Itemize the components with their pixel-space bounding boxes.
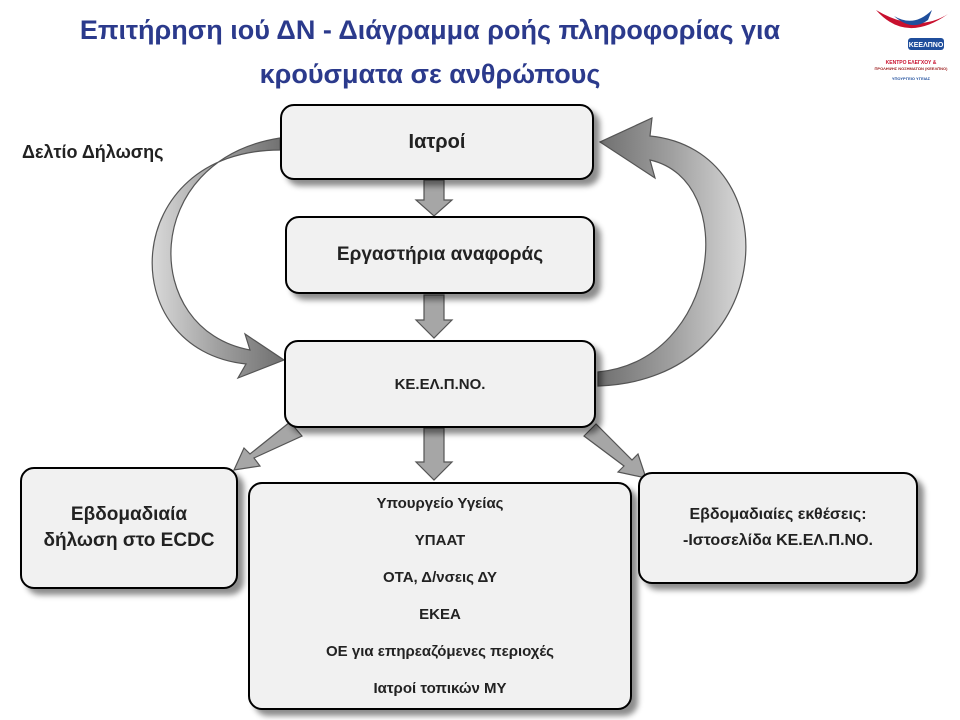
node-authorities: Υπουργείο Υγείας ΥΠΑΑΤ ΟΤΑ, Δ/νσεις ΔΥ Ε…: [248, 482, 632, 710]
node-ecdc: Εβδομαδιαία δήλωση στο ECDC: [20, 467, 238, 589]
title-line-2: κρούσματα σε ανθρώπους: [259, 59, 601, 89]
logo-badge: [908, 38, 944, 50]
logo-swoosh-red: [876, 10, 948, 29]
down-arrow-labs-keelpno: [414, 294, 454, 339]
curved-arrow-left: [151, 137, 286, 380]
authority-item: ΥΠΑΑΤ: [414, 532, 466, 549]
authority-item: Υπουργείο Υγείας: [376, 495, 504, 512]
down-arrow-doctors-labs: [414, 179, 454, 217]
node-keelpno: ΚΕ.ΕΛ.Π.ΝΟ.: [284, 340, 596, 428]
node-weekly-reports-line-1: Εβδομαδιαίες εκθέσεις:: [689, 506, 867, 523]
node-doctors: Ιατροί: [280, 104, 594, 180]
node-ecdc-line-2: δήλωση στο ECDC: [43, 530, 215, 551]
logo-swoosh-blue: [894, 10, 932, 26]
node-reference-labs-text: Εργαστήρια αναφοράς: [336, 244, 544, 265]
authority-item: Ιατροί τοπικών ΜΥ: [373, 680, 507, 697]
logo-badge-text: ΚΕΕΛΠΝΟ: [909, 42, 944, 49]
title-line-1: Επιτήρηση ιού ΔΝ - Διάγραμμα ροής πληροφ…: [79, 15, 781, 45]
notification-form-label: Δελτίο Δήλωσης: [22, 142, 164, 162]
authority-item: ΟΕ για επηρεαζόμενες περιοχές: [326, 643, 554, 660]
node-weekly-reports: Εβδομαδιαίες εκθέσεις: -Ιστοσελίδα ΚΕ.ΕΛ…: [638, 472, 918, 584]
node-weekly-reports-line-2: -Ιστοσελίδα ΚΕ.ΕΛ.Π.ΝΟ.: [683, 532, 873, 549]
authority-item: ΕΚΕΑ: [419, 606, 461, 623]
node-ecdc-line-1: Εβδομαδιαία: [70, 504, 188, 525]
curved-arrow-right: [597, 117, 747, 387]
bird-logo-icon: ΚΕΕΛΠΝΟ: [876, 10, 948, 50]
authority-item: ΟΤΑ, Δ/νσεις ΔΥ: [382, 569, 497, 586]
logo-text-2: ΠΡΟΛΗΨΗΣ ΝΟΣΗΜΑΤΩΝ (ΚΕΕΛΠΝΟ): [874, 66, 948, 71]
logo-text-1: ΚΕΝΤΡΟ ΕΛΕΓΧΟΥ &: [885, 60, 937, 66]
node-keelpno-text: ΚΕ.ΕΛ.Π.ΝΟ.: [394, 375, 486, 393]
diagonal-arrow-reports: [583, 423, 647, 479]
node-doctors-text: Ιατροί: [408, 130, 466, 153]
keelpno-logo: ΚΕΕΛΠΝΟ ΚΕΝΤΡΟ ΕΛΕΓΧΟΥ & ΠΡΟΛΗΨΗΣ ΝΟΣΗΜΑ…: [866, 4, 956, 94]
page-title: Επιτήρηση ιού ΔΝ - Διάγραμμα ροής πληροφ…: [0, 8, 860, 96]
node-reference-labs: Εργαστήρια αναφοράς: [285, 216, 595, 294]
down-arrow-keelpno-authorities: [414, 427, 454, 481]
diagonal-arrow-ecdc: [232, 421, 303, 471]
logo-text-3: ΥΠΟΥΡΓΕΙΟ ΥΓΕΙΑΣ: [891, 76, 931, 81]
